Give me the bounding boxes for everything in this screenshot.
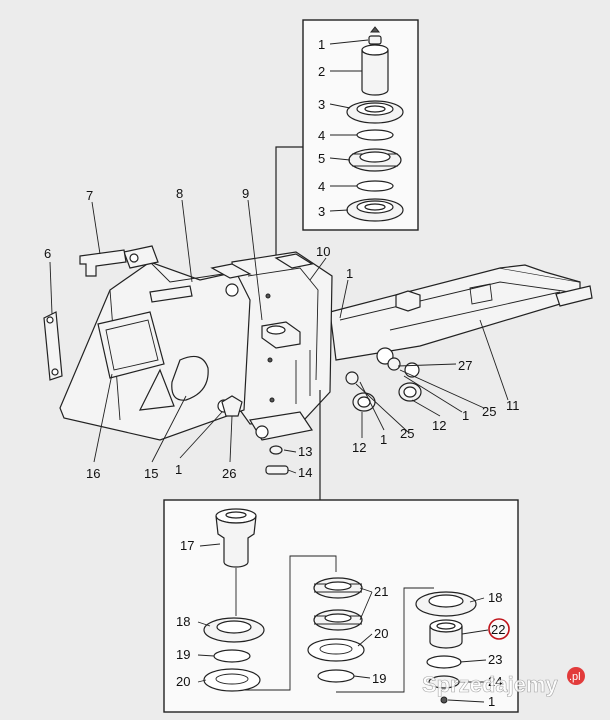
part-bearing-flange-top (346, 100, 404, 124)
callout-19-middle: 19 (372, 671, 386, 686)
callout-16: 16 (86, 466, 100, 481)
callout-1-frame-right: 1 (462, 408, 469, 423)
callout-24: 24 (488, 674, 502, 689)
watermark-text: Sprzedajemy (422, 672, 558, 697)
callout-1-frame-left: 1 (175, 462, 182, 477)
callout-6: 6 (44, 246, 51, 261)
callout-27: 27 (458, 358, 472, 373)
part-sleeve (429, 619, 463, 649)
callout-26: 26 (222, 466, 236, 481)
part-bracket (79, 249, 127, 277)
callout-13: 13 (298, 444, 312, 459)
part-bushing-left (352, 392, 376, 412)
part-stepped-pin (215, 508, 257, 568)
callout-labels: 1 2 3 4 5 4 3 7 8 9 10 1 6 16 15 1 26 13… (44, 37, 520, 709)
part-grease-nipple-bottom (440, 696, 448, 704)
watermark-badge (567, 667, 585, 685)
part-bearing-upper (313, 577, 363, 599)
callout-20-left: 20 (176, 674, 190, 689)
part-bearing-flange-bottom (346, 198, 404, 222)
part-clamp (221, 395, 243, 417)
watermark: Sprzedajemy .pl (422, 667, 585, 697)
top-inset-box (275, 19, 419, 290)
callout-19-left: 19 (176, 647, 190, 662)
callout-1-bottom: 1 (488, 694, 495, 709)
callout-25-left: 25 (400, 426, 414, 441)
callout-22: 22 (491, 622, 505, 637)
callout-4-top: 4 (318, 128, 325, 143)
callout-20-middle: 20 (374, 626, 388, 641)
callout-14: 14 (298, 465, 312, 480)
part-roller-bearing (348, 148, 402, 172)
callout-1-frame-top: 1 (346, 266, 353, 281)
part-flange-right (415, 591, 477, 617)
part-bushing-right (398, 382, 422, 402)
part-eye-bolt-left (345, 371, 359, 385)
callout-4-bottom: 4 (318, 179, 325, 194)
part-washer-top (356, 129, 394, 141)
part-bearing-lower (313, 609, 363, 631)
callout-3-bottom: 3 (318, 204, 325, 219)
callout-1-frame-mid: 1 (380, 432, 387, 447)
part-pin (361, 44, 389, 96)
part-gasket-middle (307, 638, 365, 662)
callout-12-right: 12 (432, 418, 446, 433)
callout-2: 2 (318, 64, 325, 79)
part-bolt-small (269, 445, 283, 455)
part-gasket-left (203, 668, 261, 692)
part-flange-left (203, 617, 265, 643)
callout-7: 7 (86, 188, 93, 203)
part-eye-bolt (387, 357, 401, 371)
callout-11: 11 (506, 398, 520, 413)
callout-3-top: 3 (318, 97, 325, 112)
part-grease-nipple (368, 26, 382, 45)
part-washer-right (426, 655, 462, 669)
callout-10: 10 (316, 244, 330, 259)
watermark-suffix: .pl (569, 671, 581, 683)
part-shim-left (213, 649, 251, 663)
callout-1-top: 1 (318, 37, 325, 52)
callout-8: 8 (176, 186, 183, 201)
part-stud (265, 465, 289, 475)
callout-18-right: 18 (488, 590, 502, 605)
part-washer-bottom (356, 180, 394, 192)
callout-15: 15 (144, 466, 158, 481)
part-center-pivot-frame (231, 251, 333, 441)
leader-lines (49, 199, 509, 474)
callout-5: 5 (318, 151, 325, 166)
callout-17: 17 (180, 538, 194, 553)
main-frame-assembly (43, 245, 593, 500)
callout-12-left: 12 (352, 440, 366, 455)
callout-9: 9 (242, 186, 249, 201)
callout-23: 23 (488, 652, 502, 667)
highlight-circle (488, 618, 510, 640)
callout-21: 21 (374, 584, 388, 599)
part-shim-middle (317, 669, 355, 683)
part-side-link (43, 311, 63, 381)
callout-18-left: 18 (176, 614, 190, 629)
callout-25-right: 25 (482, 404, 496, 419)
bottom-inset-box (163, 499, 519, 713)
